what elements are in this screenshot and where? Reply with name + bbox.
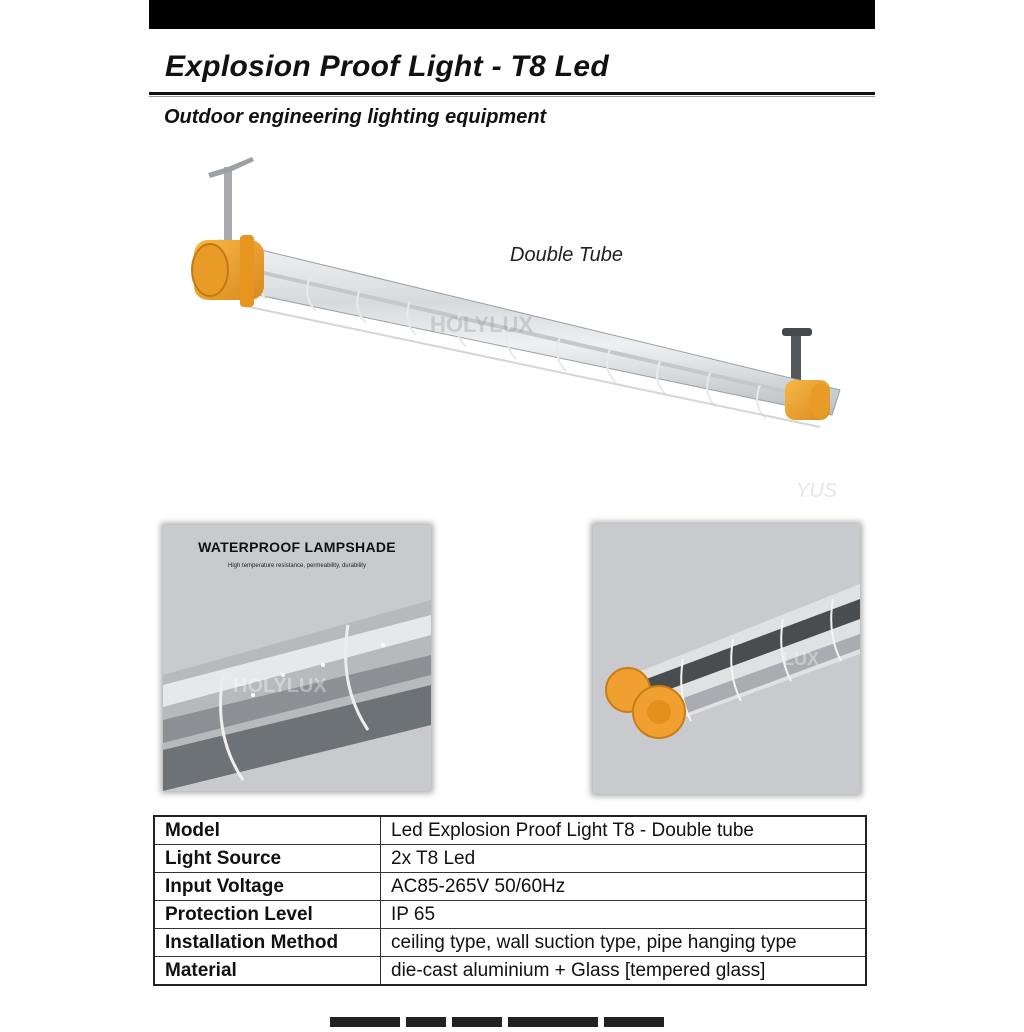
- title-divider: [149, 92, 875, 95]
- table-row: Protection Level IP 65: [153, 900, 867, 929]
- panel-right-watermark: LUX: [783, 649, 819, 669]
- page-subtitle: Outdoor engineering lighting equipment: [164, 106, 547, 128]
- table-row: Light Source 2x T8 Led: [153, 844, 867, 873]
- table-row: Material die-cast aluminium + Glass [tem…: [153, 956, 867, 986]
- left-end-cap: [191, 235, 264, 307]
- hero-watermark: HOLYLUX: [430, 312, 534, 337]
- spec-key: Material: [153, 956, 381, 986]
- panel-title: WATERPROOF LAMPSHADE: [198, 539, 396, 555]
- spec-value: die-cast aluminium + Glass [tempered gla…: [380, 956, 867, 986]
- spec-value: 2x T8 Led: [380, 844, 867, 873]
- cropped-footer-text: [330, 1014, 720, 1028]
- spec-value: AC85-265V 50/60Hz: [380, 872, 867, 901]
- double-tube-angle-panel: LUX: [593, 524, 860, 794]
- double-tube-light-illustration: [191, 157, 841, 428]
- top-black-bar: [149, 0, 875, 29]
- double-tube-label: Double Tube: [510, 244, 624, 266]
- spec-key: Light Source: [153, 844, 381, 873]
- wire-cage: [239, 264, 821, 428]
- spec-key: Model: [153, 815, 381, 845]
- panel-left-watermark: HOLYLUX: [233, 675, 327, 697]
- specification-table: Model Led Explosion Proof Light T8 - Dou…: [153, 815, 867, 986]
- page-title: Explosion Proof Light - T8 Led: [165, 50, 609, 83]
- double-tube-closeup-image: [605, 584, 860, 739]
- table-row: Installation Method ceiling type, wall s…: [153, 928, 867, 957]
- spec-key: Installation Method: [153, 928, 381, 957]
- right-mount-bracket: [782, 328, 812, 380]
- lampshade-closeup-image: [163, 600, 431, 791]
- spec-value: ceiling type, wall suction type, pipe ha…: [380, 928, 867, 957]
- left-mount-bracket: [208, 157, 254, 247]
- spec-value: Led Explosion Proof Light T8 - Double tu…: [380, 815, 867, 845]
- corner-watermark: YUS: [796, 480, 838, 502]
- title-divider-thin: [149, 96, 875, 97]
- spec-value: IP 65: [380, 900, 867, 929]
- spec-key: Input Voltage: [153, 872, 381, 901]
- waterproof-lampshade-panel: WATERPROOF LAMPSHADE High temperature re…: [163, 525, 431, 791]
- table-row: Input Voltage AC85-265V 50/60Hz: [153, 872, 867, 901]
- table-row: Model Led Explosion Proof Light T8 - Dou…: [153, 815, 867, 845]
- spec-key: Protection Level: [153, 900, 381, 929]
- right-end-cap: [785, 380, 830, 420]
- panel-caption: High temperature resistance, permeabilit…: [228, 563, 366, 569]
